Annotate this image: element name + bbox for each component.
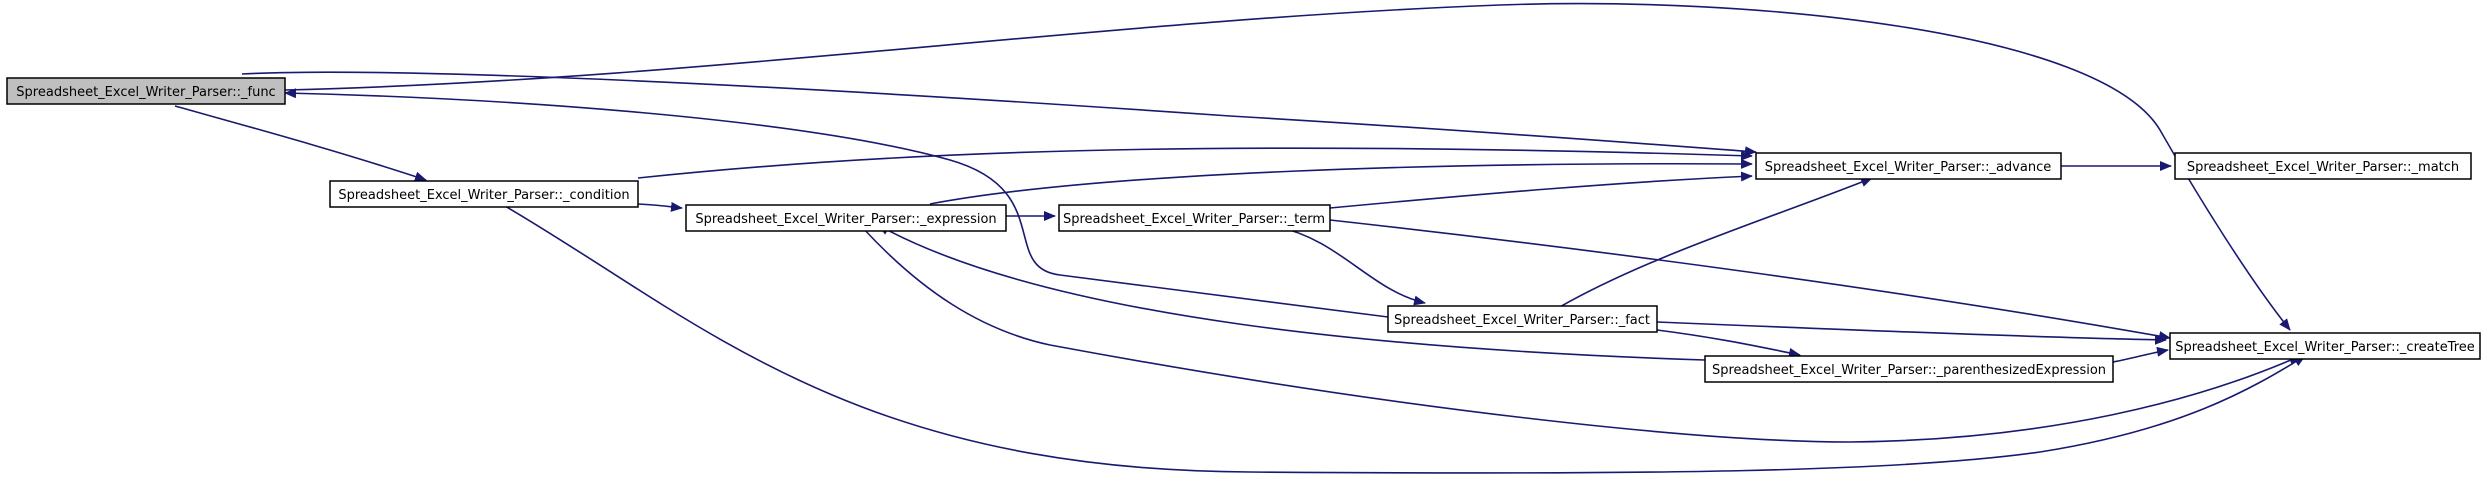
- node-advance-label: Spreadsheet_Excel_Writer_Parser::_advanc…: [1765, 160, 2051, 175]
- edge-func-to-advance: [241, 71, 1757, 157]
- node-match[interactable]: Spreadsheet_Excel_Writer_Parser::_match: [2174, 152, 2472, 180]
- edge-fact-to-advance: [1557, 177, 1873, 309]
- edge-term-to-createtree: [1329, 219, 2171, 341]
- edge-expression-to-advance: [929, 158, 1753, 205]
- edge-fact-to-createtree: [1656, 321, 2167, 345]
- edge-condition-to-expression: [637, 201, 683, 212]
- edge-parenthesized-to-createtree: [2112, 346, 2169, 363]
- edge-parenthesized-to-expression: [877, 224, 1706, 361]
- node-fact-label: Spreadsheet_Excel_Writer_Parser::_fact: [1394, 313, 1650, 328]
- edge-expression-to-createtree: [861, 226, 2301, 443]
- node-createtree[interactable]: Spreadsheet_Excel_Writer_Parser::_create…: [2169, 332, 2481, 360]
- node-advance[interactable]: Spreadsheet_Excel_Writer_Parser::_advanc…: [1755, 152, 2062, 180]
- edge-func-to-condition: [174, 105, 427, 182]
- node-fact[interactable]: Spreadsheet_Excel_Writer_Parser::_fact: [1387, 305, 1658, 333]
- node-parenthesized-label: Spreadsheet_Excel_Writer_Parser::_parent…: [1712, 363, 2106, 378]
- node-term[interactable]: Spreadsheet_Excel_Writer_Parser::_term: [1058, 204, 1331, 232]
- node-expression-label: Spreadsheet_Excel_Writer_Parser::_expres…: [695, 212, 996, 227]
- node-createtree-label: Spreadsheet_Excel_Writer_Parser::_create…: [2175, 340, 2475, 355]
- node-func[interactable]: Spreadsheet_Excel_Writer_Parser::_func: [6, 77, 286, 105]
- node-func-label: Spreadsheet_Excel_Writer_Parser::_func: [16, 85, 275, 100]
- edge-fact-to-parenthesized: [1656, 329, 1801, 358]
- node-parenthesized[interactable]: Spreadsheet_Excel_Writer_Parser::_parent…: [1704, 355, 2114, 383]
- node-match-label: Spreadsheet_Excel_Writer_Parser::_match: [2187, 160, 2459, 175]
- node-condition[interactable]: Spreadsheet_Excel_Writer_Parser::_condit…: [329, 180, 639, 208]
- node-condition-label: Spreadsheet_Excel_Writer_Parser::_condit…: [338, 188, 629, 203]
- edges: [174, 2, 2306, 474]
- edge-condition-to-createtree: [504, 205, 2306, 474]
- edge-term-to-fact: [1277, 226, 1426, 306]
- edge-term-to-advance: [1329, 171, 1753, 209]
- edge-fact-to-func: [284, 88, 1389, 318]
- node-expression[interactable]: Spreadsheet_Excel_Writer_Parser::_expres…: [685, 204, 1007, 232]
- edge-condition-to-advance: [637, 147, 1753, 179]
- node-term-label: Spreadsheet_Excel_Writer_Parser::_term: [1063, 212, 1325, 227]
